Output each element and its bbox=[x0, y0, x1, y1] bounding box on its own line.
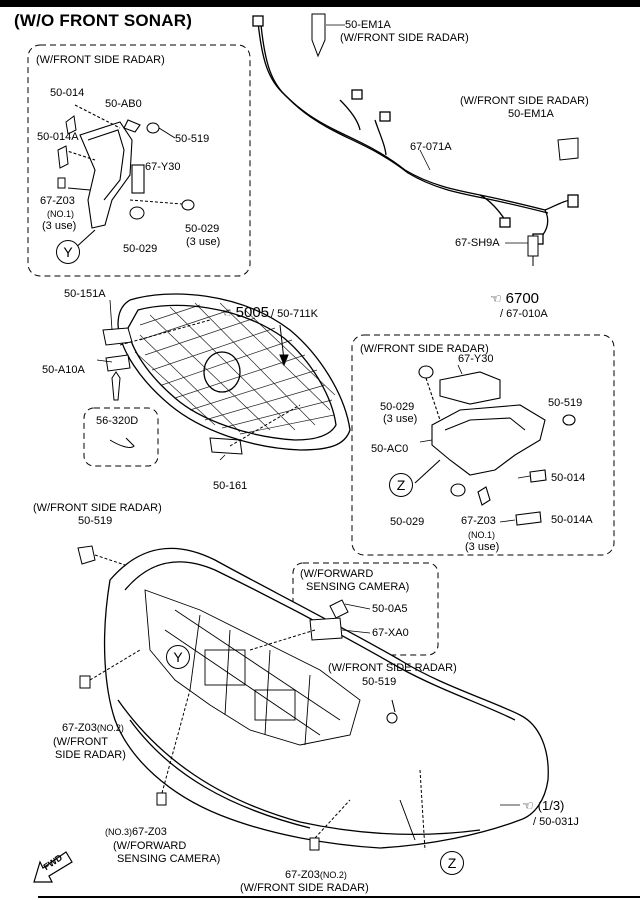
label-67-z03-no2-bottom: 67-Z03(NO.2) bbox=[285, 869, 347, 881]
group-label-side-radar-top: (W/FRONT SIDE RADAR) bbox=[36, 54, 165, 66]
fwd-arrow-shape bbox=[33, 851, 73, 883]
ref-6700-sub: / 67-010A bbox=[500, 308, 548, 320]
label-50-519-mid: 50-519 bbox=[362, 676, 397, 688]
sensor-sh9a-shape bbox=[527, 235, 539, 266]
label-50-161: 50-161 bbox=[213, 480, 248, 492]
group-label-side-radar-left: (W/FRONT SIDE RADAR) bbox=[33, 502, 162, 514]
group-box-side-radar-right bbox=[351, 334, 615, 556]
bumper-reinforcement bbox=[144, 589, 361, 746]
label-67-z03-no2-left-no: (NO.2) bbox=[96, 723, 124, 733]
group-box-bracket-320d bbox=[83, 407, 159, 467]
label-67-z03-no3-note1: (W/FORWARD bbox=[113, 840, 187, 852]
group-label-side-radar-right: (W/FRONT SIDE RADAR) bbox=[360, 343, 489, 355]
label-67-z03-no3-no: (NO.3) bbox=[105, 827, 132, 837]
label-67-z03-no2-bottom-no: (NO.2) bbox=[319, 870, 347, 880]
wiring-harness bbox=[252, 15, 579, 245]
ref-1-3-number: (1/3) bbox=[537, 798, 565, 813]
marker-y-bumper: Y bbox=[166, 645, 190, 669]
group-label-forward-camera-2: SENSING CAMERA) bbox=[306, 581, 410, 593]
label-67-sh9a: 67-SH9A bbox=[455, 237, 500, 249]
label-50-014-top: 50-014 bbox=[50, 87, 85, 99]
label-67-z03-no2-left-note1: (W/FRONT bbox=[53, 736, 108, 748]
reference-5005[interactable]: ☞5005/ 50-711K bbox=[220, 304, 318, 322]
nut-50-519-top bbox=[146, 122, 176, 139]
label-50-519-top: 50-519 bbox=[175, 133, 210, 145]
marker-y-top: Y bbox=[56, 240, 80, 264]
label-67-z03-no3-note2: SENSING CAMERA) bbox=[117, 853, 221, 865]
pointing-hand-icon: ☞ bbox=[220, 305, 232, 320]
ref-5005-number: 5005 bbox=[235, 304, 270, 321]
label-50-029-top-a-use: (3 use) bbox=[186, 236, 221, 248]
label-67-y30-top: 67-Y30 bbox=[145, 161, 181, 173]
label-67-xa0: 67-XA0 bbox=[372, 627, 409, 639]
label-67-z03-no2-bottom-note: (W/FRONT SIDE RADAR) bbox=[240, 882, 369, 894]
pointing-hand-icon: ☞ bbox=[522, 798, 534, 813]
label-67-z03-top-no: (NO.1) bbox=[47, 209, 74, 219]
label-67-y30-right: 67-Y30 bbox=[458, 353, 494, 365]
radar-bracket-top-left bbox=[63, 104, 145, 251]
label-50-014-right: 50-014 bbox=[551, 472, 586, 484]
label-50-519-right: 50-519 bbox=[548, 397, 583, 409]
label-50-em1a-top: 50-EM1A bbox=[345, 19, 391, 31]
tape-em1a-right bbox=[557, 137, 579, 161]
label-50-a10a: 50-A10A bbox=[42, 364, 85, 376]
label-67-z03-no3-part: 67-Z03 bbox=[132, 826, 167, 838]
label-50-ac0: 50-AC0 bbox=[371, 443, 409, 455]
label-50-151a: 50-151A bbox=[64, 288, 106, 300]
label-50-029-right-a: 50-029 bbox=[380, 401, 415, 413]
label-50-029-right-b: 50-029 bbox=[390, 516, 425, 528]
note-50-em1a-right: (W/FRONT SIDE RADAR) bbox=[460, 95, 589, 107]
marker-z-bottom: Z bbox=[440, 851, 464, 875]
label-67-z03-no3: (NO.3)67-Z03 bbox=[105, 826, 167, 838]
label-67-z03-top-use: (3 use) bbox=[42, 220, 77, 232]
label-67-z03-no2-left-note2: SIDE RADAR) bbox=[55, 749, 126, 761]
label-67-z03-right: 67-Z03 bbox=[461, 515, 496, 527]
label-50-ab0: 50-AB0 bbox=[105, 98, 142, 110]
radiator-grille-shape bbox=[117, 293, 351, 451]
label-50-029-top-a: 50-029 bbox=[185, 223, 220, 235]
ref-1-3-sub: / 50-031J bbox=[533, 816, 579, 828]
grille-parts bbox=[102, 319, 301, 455]
nut-50-029-top bbox=[129, 199, 195, 220]
label-67-071a: 67-071A bbox=[410, 141, 452, 153]
label-50-0a5: 50-0A5 bbox=[372, 603, 408, 615]
grille-mesh bbox=[134, 302, 336, 435]
pointing-hand-icon: ☞ bbox=[490, 291, 502, 306]
group-label-side-radar-519: (W/FRONT SIDE RADAR) bbox=[328, 662, 457, 674]
page-title: (W/O FRONT SONAR) bbox=[14, 11, 193, 30]
radar-bracket-right bbox=[414, 365, 576, 526]
marker-z-right: Z bbox=[389, 473, 413, 497]
label-50-em1a-right: 50-EM1A bbox=[508, 108, 554, 120]
label-67-z03-right-no: (NO.1) bbox=[468, 530, 495, 540]
group-box-side-radar-top bbox=[27, 44, 251, 277]
label-50-014a-right: 50-014A bbox=[551, 514, 593, 526]
label-50-519-left: 50-519 bbox=[78, 515, 113, 527]
label-50-014a-top: 50-014A bbox=[37, 131, 79, 143]
reference-1-3[interactable]: ☞(1/3) bbox=[522, 797, 564, 815]
reference-6700[interactable]: ☞6700 bbox=[490, 290, 539, 308]
leader-lines bbox=[96, 24, 531, 806]
label-67-z03-top: 67-Z03 bbox=[40, 195, 75, 207]
label-56-320d: 56-320D bbox=[96, 415, 139, 427]
label-67-z03-no2-left: 67-Z03(NO.2) bbox=[62, 722, 124, 734]
tape-50-014-top bbox=[65, 115, 77, 135]
label-67-z03-no2-bottom-part: 67-Z03 bbox=[285, 869, 320, 881]
ref-6700-number: 6700 bbox=[505, 290, 540, 307]
ref-5005-sub: / 50-711K bbox=[271, 308, 318, 320]
bumper-clips bbox=[77, 545, 426, 851]
label-50-029-right-a-use: (3 use) bbox=[383, 413, 418, 425]
tape-em1a-top bbox=[311, 13, 326, 58]
label-50-029-top-b: 50-029 bbox=[123, 243, 158, 255]
clip-67-z03-top bbox=[57, 177, 66, 189]
tape-50-014a-top bbox=[57, 145, 69, 169]
label-67-z03-right-use: (3 use) bbox=[465, 541, 500, 553]
label-67-z03-no2-left-part: 67-Z03 bbox=[62, 722, 97, 734]
group-label-forward-camera-1: (W/FORWARD bbox=[300, 568, 374, 580]
note-50-em1a-top: (W/FRONT SIDE RADAR) bbox=[340, 32, 469, 44]
